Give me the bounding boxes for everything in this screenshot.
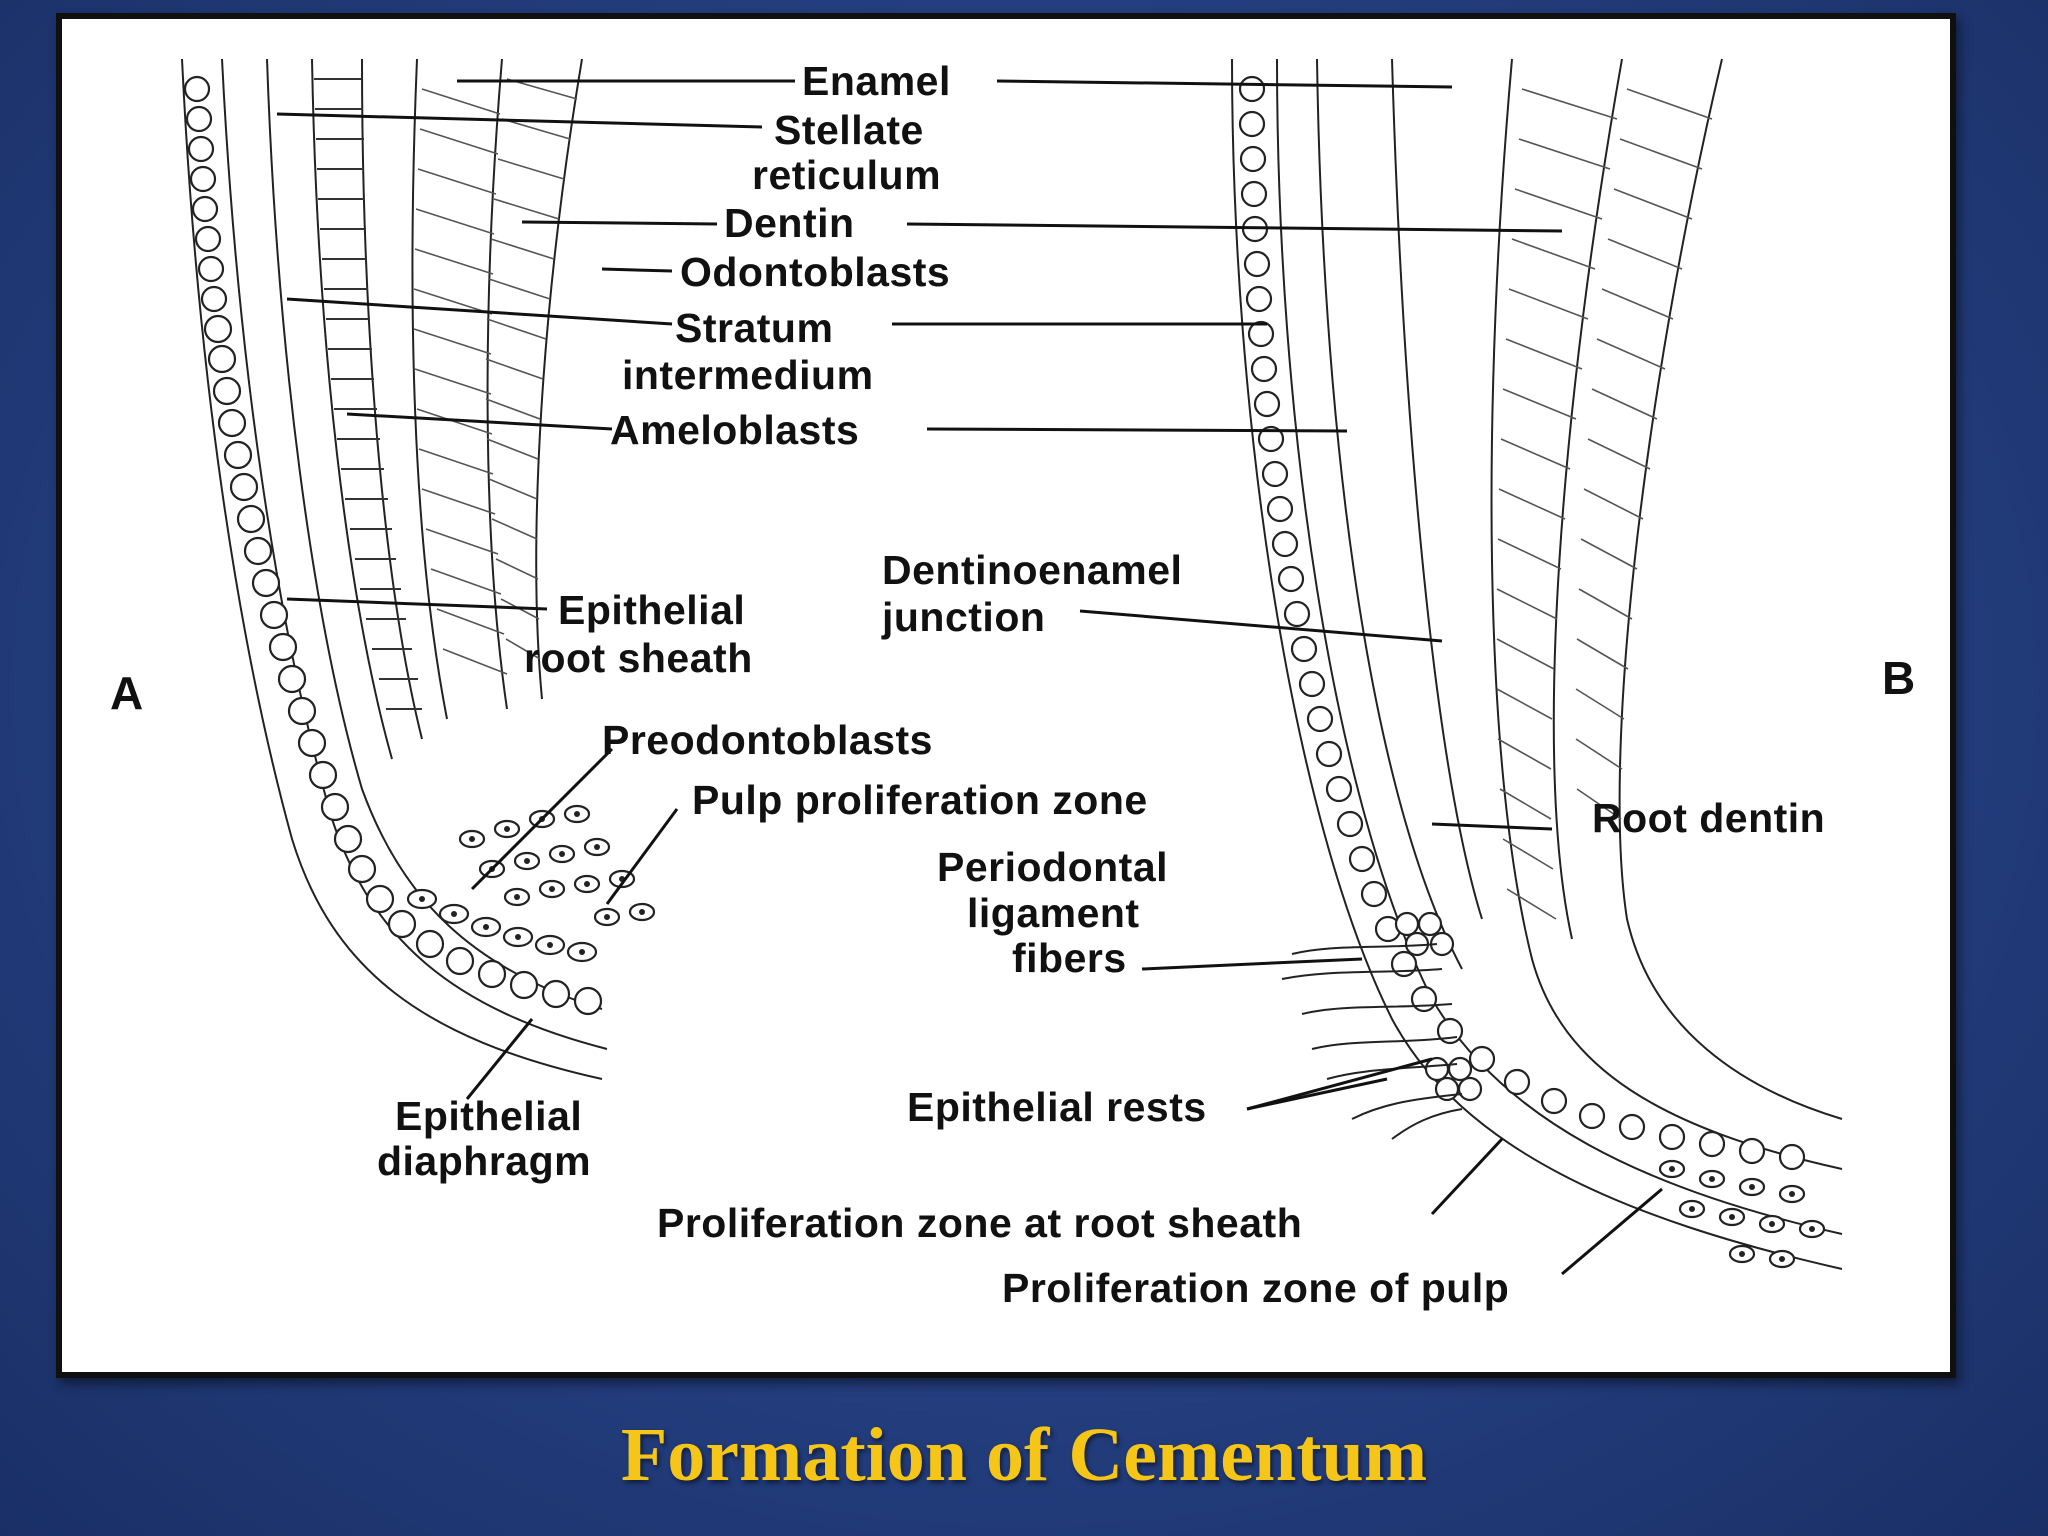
label-dej-2: junction <box>881 594 1045 640</box>
label-ameloblasts: Ameloblasts <box>610 407 859 453</box>
panel-b-drawing <box>1231 58 1843 1270</box>
label-odontoblasts: Odontoblasts <box>680 249 950 295</box>
tooth-root-diagram: A B Enamel Stellate reticulum Dentin Odo… <box>110 58 1915 1311</box>
label-pdl-3: fibers <box>1012 935 1127 981</box>
label-preodontoblasts: Preodontoblasts <box>602 717 933 763</box>
label-pdl-1: Periodontal <box>937 844 1168 890</box>
label-epithelial-rests: Epithelial rests <box>907 1084 1207 1130</box>
label-pulp-proliferation-zone: Pulp proliferation zone <box>692 777 1148 823</box>
slide-title: Formation of Cementum <box>620 1413 1428 1497</box>
label-stratum-intermedium-2: intermedium <box>622 352 874 398</box>
label-dentin: Dentin <box>724 200 855 246</box>
leader-lines <box>276 79 1663 1276</box>
diagram-frame: A B Enamel Stellate reticulum Dentin Odo… <box>56 13 1956 1378</box>
label-proliferation-zone-root-sheath: Proliferation zone at root sheath <box>657 1200 1302 1246</box>
label-dej-1: Dentinoenamel <box>882 547 1182 593</box>
label-stratum-intermedium-1: Stratum <box>675 305 833 351</box>
label-enamel: Enamel <box>802 58 951 104</box>
label-epithelial-diaphragm-1: Epithelial <box>395 1093 582 1139</box>
panel-a-drawing <box>181 58 656 1080</box>
label-proliferation-zone-pulp: Proliferation zone of pulp <box>1002 1265 1509 1311</box>
label-stellate-reticulum-1: Stellate <box>774 107 924 153</box>
label-epithelial-diaphragm-2: diaphragm <box>377 1138 591 1184</box>
label-pdl-2: ligament <box>967 890 1140 936</box>
label-stellate-reticulum-2: reticulum <box>752 152 941 198</box>
label-epithelial-root-sheath-1: Epithelial <box>558 587 745 633</box>
panel-label-b: B <box>1882 652 1915 704</box>
label-epithelial-root-sheath-2: root sheath <box>524 635 753 681</box>
panel-label-a: A <box>110 667 143 719</box>
label-root-dentin: Root dentin <box>1592 795 1825 841</box>
